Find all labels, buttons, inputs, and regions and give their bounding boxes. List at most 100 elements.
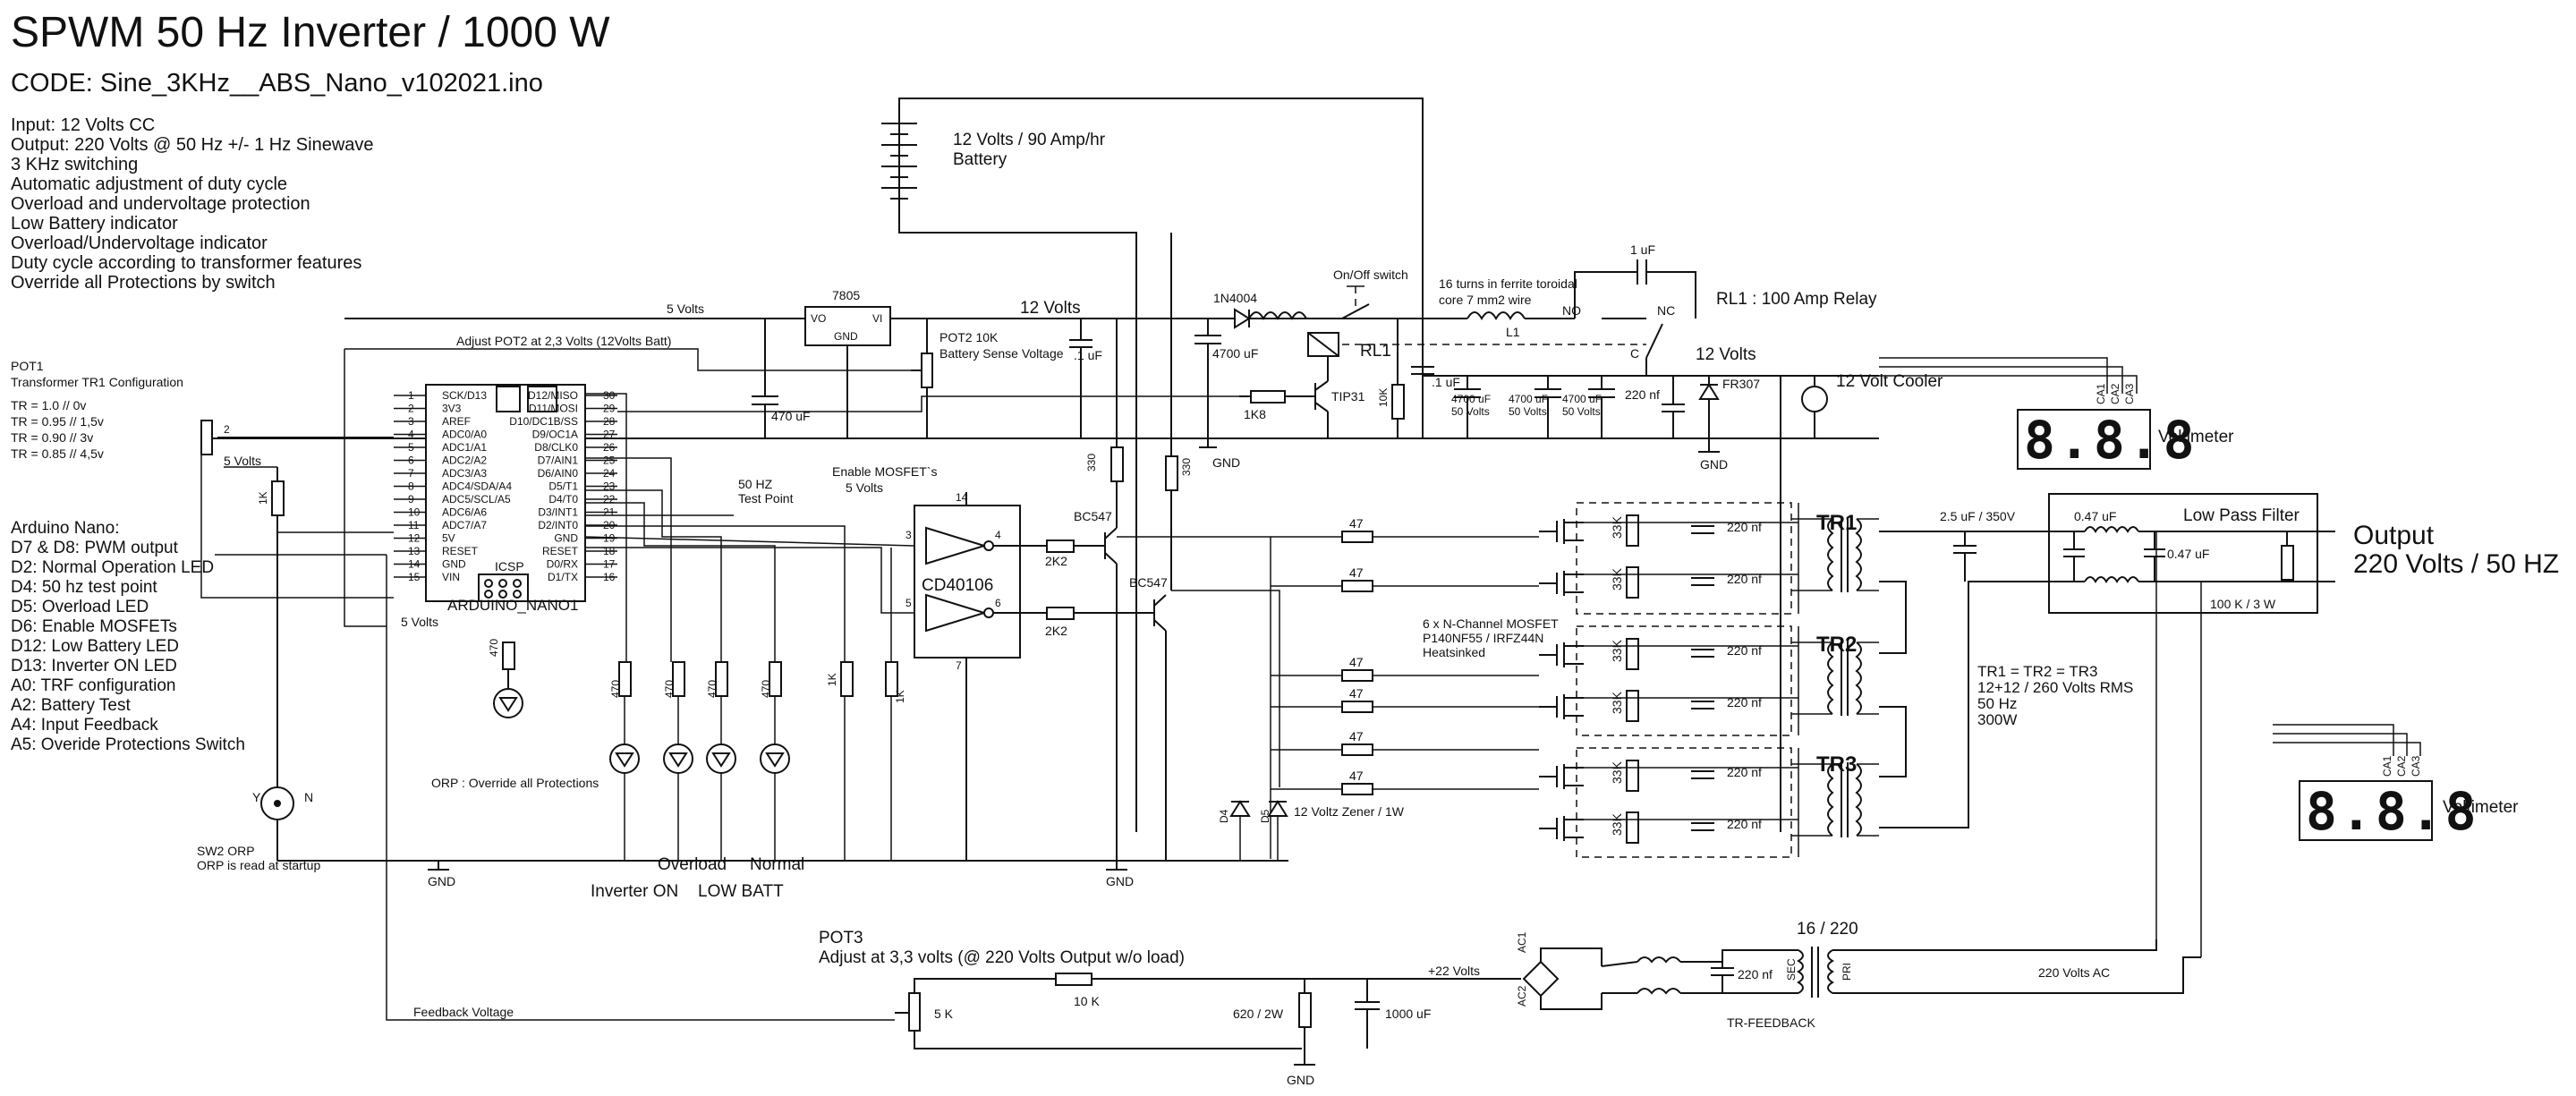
cooler-fan: 12 Volt Cooler: [1801, 372, 1943, 438]
nano-legend-line: A2: Battery Test: [11, 696, 131, 715]
pin-name: GND: [442, 558, 466, 571]
gnd-label: GND: [1212, 455, 1240, 470]
gnd-label: GND: [1106, 874, 1134, 888]
pin-name: AREF: [442, 415, 471, 428]
bank-label: 4700 uF: [1509, 393, 1548, 405]
resistor-47: 47: [1271, 769, 1539, 795]
ic-pin: 6: [995, 597, 1001, 609]
led-group: 470 470 470 470 Overload Normal Inverter…: [591, 661, 804, 901]
nano-legend-line: D12: Low Battery LED: [11, 637, 179, 656]
zener-label: 12 Voltz Zener / 1W: [1294, 804, 1405, 819]
bank-label: 50 Volts: [1509, 405, 1547, 418]
ca-pin: CA1: [2381, 755, 2393, 777]
transistor-label: BC547: [1074, 509, 1112, 523]
zener-diodes: 12 Voltz Zener / 1W D4 D5: [1218, 800, 1405, 823]
pin-num: 19: [603, 532, 616, 545]
pot1-line: TR = 0.95 // 1,5v: [11, 414, 104, 429]
gnd-label: GND: [1287, 1073, 1314, 1087]
res-label: 47: [1349, 686, 1364, 701]
resistor-47: 47: [1271, 655, 1539, 682]
pin-name: GND: [554, 532, 578, 545]
battery: 12 Volts / 90 Amp/hr Battery: [881, 103, 1106, 215]
pin-name: SCK/D13: [442, 389, 487, 402]
pin-num: 5: [408, 441, 414, 454]
lpf-label: Low Pass Filter: [2183, 506, 2300, 525]
feature-line: Automatic adjustment of duty cycle: [11, 174, 287, 194]
bank-label: 50 Volts: [1562, 405, 1601, 418]
pot3-note: Adjust at 3,3 volts (@ 220 Volts Output …: [819, 948, 1185, 967]
cap-label: 220 nf: [1727, 643, 1762, 658]
res-label: 33K: [1610, 760, 1624, 784]
bridge-rectifier: AC1 AC2: [1516, 931, 1560, 1007]
capacitor-4700uf: 4700 uF: [1194, 319, 1258, 367]
voltimeter-top: 8.8.8 Voltimeter CA1 CA2 CA3: [2017, 383, 2234, 471]
mosfet-note: P140NF55 / IRFZ44N: [1423, 631, 1543, 645]
pin-name: D9/OC1A: [532, 429, 578, 441]
toroid-note: core 7 mm2 wire: [1439, 293, 1532, 307]
gnd-symbol: GND: [1199, 367, 1240, 470]
nano-legend: Arduino Nano: D7 & D8: PWM output D2: No…: [11, 519, 245, 754]
pin-num: 6: [408, 455, 414, 467]
twelve-volts-label: 12 Volts: [1020, 299, 1081, 318]
resistors-1k: 1K 1K: [826, 661, 906, 703]
capacitor-2-5uf: 2.5 uF / 350V: [1940, 509, 2016, 582]
tr-note-line: 300W: [1977, 711, 2017, 728]
ca-pin: CA2: [2395, 755, 2408, 777]
pin-num: 30: [603, 389, 616, 402]
pin-num: 20: [603, 519, 616, 531]
cap-label: 220 nf: [1727, 765, 1762, 779]
battery-label: 12 Volts / 90 Amp/hr: [953, 131, 1106, 149]
res-label: 470: [488, 639, 500, 657]
ac-label: AC2: [1516, 985, 1528, 1007]
contact-no: NO: [1562, 303, 1581, 318]
five-volts-label: 5 Volts: [667, 302, 704, 316]
led-label-low-batt: LOW BATT: [698, 882, 784, 901]
orp-switch[interactable]: Y N SW2 ORP ORP is read at startup: [197, 786, 320, 872]
capacitor-220nf-b: 220 nf: [1711, 962, 1773, 993]
diode-label: 1N4004: [1213, 291, 1257, 305]
ic-pin: 7: [956, 659, 962, 672]
res-label: 1K8: [1244, 407, 1266, 421]
code-filename: CODE: Sine_3KHz__ABS_Nano_v102021.ino: [11, 69, 543, 98]
pin-num: 23: [603, 480, 616, 493]
transformer-tr3: TR3: [1816, 752, 1857, 777]
resistor-47: 47: [1271, 565, 1539, 592]
pin-name: ADC3/A3: [442, 467, 487, 480]
nano-legend-line: D5: Overload LED: [11, 598, 149, 616]
capacitor-bank: 4700 uF 50 Volts 4700 uF 50 Volts 4700 u…: [1451, 376, 1615, 438]
voltimeter-bottom: 8.8.8 Voltimeter CA1 CA2 CA3: [2299, 755, 2519, 842]
tr-note-line: 50 Hz: [1977, 695, 2017, 712]
pot3-title: POT3: [819, 929, 863, 947]
regulator-7805: 7805 VO VI GND: [804, 288, 891, 346]
contact-c: C: [1630, 346, 1639, 361]
feature-line: Overload/Undervoltage indicator: [11, 234, 268, 253]
nano-legend-line: A0: TRF configuration: [11, 676, 175, 695]
gnd-symbol: GND: [1106, 861, 1134, 888]
pin-name: VIN: [442, 571, 460, 583]
tr-note-line: TR1 = TR2 = TR3: [1977, 663, 2097, 680]
low-pass-filter: Low Pass Filter 0.47 uF 0.47 uF 100 K / …: [2048, 493, 2318, 614]
diode-label: FR307: [1722, 377, 1760, 391]
pin-name: D11/MOSI: [529, 403, 578, 415]
res-label: 47: [1349, 516, 1364, 531]
pin-num: 9: [408, 493, 414, 506]
transistor-bc547-b: BC547: [1129, 575, 1168, 861]
nano-legend-line: D13: Inverter ON LED: [11, 657, 177, 675]
bank-label: 50 Volts: [1451, 405, 1490, 418]
ic-pin: 14: [956, 491, 968, 504]
diode-d4: D4: [1218, 809, 1230, 823]
adjust-pot2-note: Adjust POT2 at 2,3 Volts (12Volts Batt): [456, 334, 671, 348]
onoff-switch[interactable]: On/Off switch: [1333, 268, 1408, 319]
ic-pin: 5: [905, 597, 912, 609]
cap-label: 1 uF: [1630, 242, 1655, 257]
pin-num: 10: [408, 506, 421, 519]
pin-name: ADC6/A6: [442, 506, 487, 519]
cap-label: 1000 uF: [1385, 1007, 1431, 1021]
cap-label: 4700 uF: [1212, 346, 1258, 361]
resistor-620: 620 / 2W: [1233, 992, 1312, 1028]
